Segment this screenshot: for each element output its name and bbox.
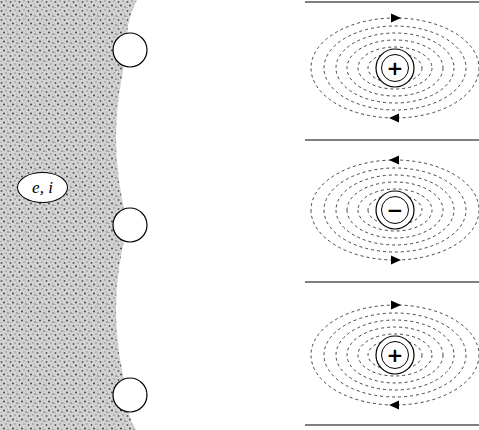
charge-circle: − <box>381 196 409 224</box>
charge-sign: − <box>387 200 404 220</box>
charge-circle: + <box>381 54 409 82</box>
charge-sign: + <box>387 58 404 78</box>
species-ellipse: e, i <box>17 172 68 203</box>
charge-circle: + <box>381 341 409 369</box>
charge-sign: + <box>387 345 404 365</box>
species-label: e, i <box>32 179 53 196</box>
